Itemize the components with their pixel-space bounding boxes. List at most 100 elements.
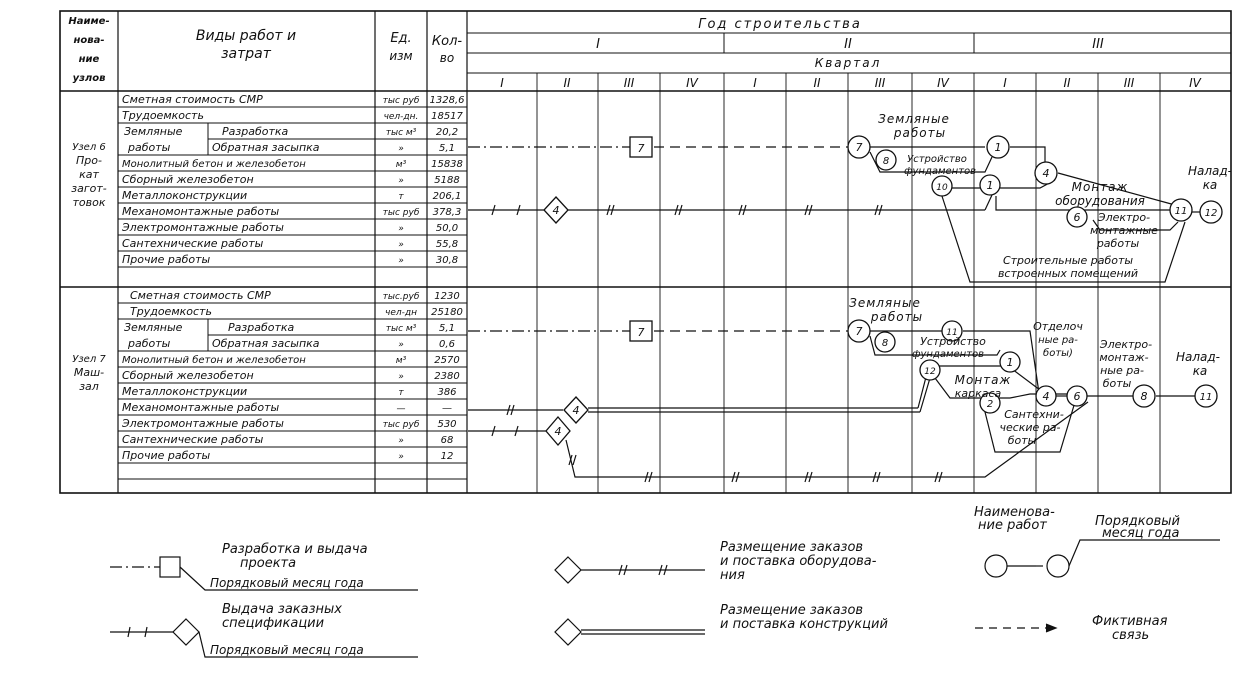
header-node-line4: узлов bbox=[73, 73, 106, 84]
event-number: 4 bbox=[1043, 167, 1050, 180]
project-issue-box bbox=[629, 320, 653, 342]
work-name: Разработка bbox=[228, 321, 295, 334]
node6-network-markers bbox=[543, 135, 1223, 228]
event-number: 10 bbox=[936, 183, 948, 193]
quarter-label: I bbox=[1003, 76, 1007, 90]
activity-label: боты) bbox=[1043, 347, 1073, 359]
arrow-path bbox=[1010, 146, 1046, 162]
qty-cell: 2380 bbox=[434, 371, 459, 382]
qty-cell: 386 bbox=[437, 387, 456, 398]
event-circle bbox=[979, 174, 1001, 196]
year-2: II bbox=[844, 37, 852, 52]
qty-cell: 5,1 bbox=[439, 323, 455, 334]
unit-cell: чел-дн. bbox=[384, 112, 419, 122]
arrow-path bbox=[1092, 219, 1179, 231]
qty-cell: 30,8 bbox=[436, 255, 458, 266]
unit-cell: тыс.руб bbox=[383, 292, 420, 302]
event-circle bbox=[1066, 385, 1088, 407]
work-name: Сметная стоимость СМР bbox=[122, 93, 263, 106]
event-number: 6 bbox=[1074, 390, 1081, 403]
activity-label: работы bbox=[893, 126, 946, 140]
work-name: Прочие работы bbox=[122, 449, 211, 462]
work-name: Механомонтажные работы bbox=[122, 401, 279, 414]
qty-cell: 206,1 bbox=[433, 191, 462, 202]
event-circle bbox=[874, 331, 896, 353]
header-node-line3: ние bbox=[79, 54, 100, 65]
header-node-line2: нова- bbox=[73, 35, 104, 46]
qty-cell: 1328,6 bbox=[430, 95, 465, 106]
qty-cell: 1230 bbox=[434, 291, 459, 302]
node6-name: товок bbox=[73, 196, 106, 209]
event-circle bbox=[847, 319, 871, 343]
activity-label: ческие ра- bbox=[999, 421, 1060, 434]
qty-cell: 25180 bbox=[431, 307, 463, 318]
event-circle bbox=[1169, 198, 1193, 222]
quarter-label: II bbox=[1063, 76, 1071, 90]
activity-label: встроенных помещений bbox=[998, 267, 1138, 280]
activity-label: ные ра- bbox=[1100, 364, 1144, 377]
event-number: 11 bbox=[1175, 206, 1188, 217]
legend-event bbox=[984, 539, 1220, 578]
legend-spec-label: спецификации bbox=[222, 616, 324, 631]
unit-cell: тыс руб bbox=[383, 96, 420, 106]
node7-network bbox=[468, 330, 1195, 478]
node7-table: Узел 7 Маш- зал Сметная стоимость СМР Тр… bbox=[72, 289, 463, 462]
node7-name: Узел 7 bbox=[72, 354, 106, 365]
quarter-label: II bbox=[563, 76, 571, 90]
node6-network-labels: 7 4 7 8 1 4 10 1 6 11 12 Земляные работы… bbox=[553, 112, 1233, 280]
unit-cell: тыс м³ bbox=[386, 128, 417, 138]
unit-cell: » bbox=[398, 372, 404, 382]
unit-cell: тыс м³ bbox=[386, 324, 417, 334]
event-number: 4 bbox=[1043, 390, 1050, 403]
legend-equipment bbox=[554, 556, 705, 584]
project-issue-box bbox=[629, 136, 653, 158]
arrow-path bbox=[963, 330, 1041, 401]
year-3: III bbox=[1092, 37, 1104, 52]
unit-cell: тыс руб bbox=[383, 208, 420, 218]
event-circle bbox=[875, 149, 897, 171]
unit-cell: » bbox=[398, 452, 404, 462]
event-circle bbox=[1199, 200, 1223, 224]
unit-cell: » bbox=[398, 436, 404, 446]
activity-label: фундаментов bbox=[904, 166, 976, 177]
qty-cell: 530 bbox=[437, 419, 456, 430]
legend-equipment-label: Размещение заказов bbox=[720, 540, 863, 555]
work-name: Сборный железобетон bbox=[122, 369, 254, 382]
activity-label: Отделоч bbox=[1033, 320, 1083, 333]
event-circle bbox=[941, 320, 963, 342]
earth-group-label: работы bbox=[127, 141, 171, 154]
event-circle bbox=[919, 359, 941, 381]
activity-label: ка bbox=[1203, 178, 1218, 192]
arrow-path bbox=[869, 151, 993, 173]
qty-cell: 15838 bbox=[431, 159, 463, 170]
activity-label: Строительные работы bbox=[1003, 254, 1133, 267]
work-name: Механомонтажные работы bbox=[122, 205, 279, 218]
earth-group-label: Земляные bbox=[124, 125, 183, 138]
activity-label: боты bbox=[1103, 377, 1132, 390]
unit-cell: » bbox=[398, 144, 404, 154]
work-name: Сантехнические работы bbox=[122, 237, 264, 250]
year-1: I bbox=[596, 37, 600, 52]
event-number: 12 bbox=[1205, 208, 1218, 219]
node6-name: Узел 6 bbox=[72, 142, 106, 153]
event-number: 8 bbox=[883, 156, 889, 167]
event-circle bbox=[1035, 385, 1057, 407]
legend-spec-label: Выдача заказных bbox=[222, 602, 342, 617]
node6-network bbox=[468, 146, 1200, 283]
table-grid bbox=[59, 10, 1232, 494]
spec-month: 4 bbox=[555, 425, 562, 438]
arrow-path bbox=[939, 189, 1186, 283]
legend-construction-label: Размещение заказов bbox=[720, 603, 863, 618]
supply-diamond bbox=[563, 396, 589, 424]
activity-label: Монтаж bbox=[1072, 180, 1129, 194]
activity-label: работы bbox=[1096, 237, 1140, 250]
quarter-label: I bbox=[500, 76, 504, 90]
arrow-path bbox=[984, 194, 993, 211]
activity-label: работы bbox=[870, 310, 923, 324]
qty-cell: 5,1 bbox=[439, 143, 455, 154]
event-circle bbox=[1132, 384, 1156, 408]
work-name: Трудоемкость bbox=[122, 109, 204, 122]
unit-cell: м³ bbox=[396, 160, 407, 170]
legend-equipment-label: ния bbox=[720, 568, 745, 583]
